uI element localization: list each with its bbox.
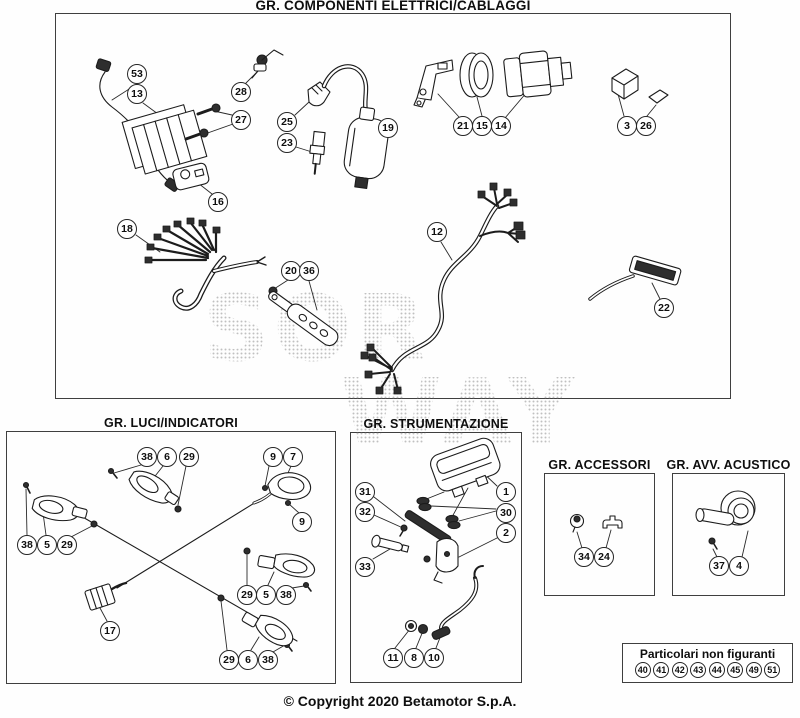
group-box-elettrici bbox=[55, 13, 731, 399]
not-shown-number-42: 42 bbox=[671, 662, 688, 678]
callout-38: 38 bbox=[258, 650, 278, 670]
callout-12: 12 bbox=[427, 222, 447, 242]
callout-1: 1 bbox=[496, 482, 516, 502]
callout-29: 29 bbox=[219, 650, 239, 670]
group-title-strumentazione: GR. STRUMENTAZIONE bbox=[363, 417, 509, 431]
not-shown-number-43: 43 bbox=[690, 662, 707, 678]
callout-53: 53 bbox=[127, 64, 147, 84]
callout-38: 38 bbox=[276, 585, 296, 605]
callout-6: 6 bbox=[238, 650, 258, 670]
callout-34: 34 bbox=[574, 547, 594, 567]
callout-9: 9 bbox=[263, 447, 283, 467]
callout-19: 19 bbox=[378, 118, 398, 138]
not-shown-title: Particolari non figuranti bbox=[639, 647, 776, 661]
group-title-elettrici: GR. COMPONENTI ELETTRICI/CABLAGGI bbox=[255, 0, 531, 13]
callout-16: 16 bbox=[208, 192, 228, 212]
callout-18: 18 bbox=[117, 219, 137, 239]
not-shown-number-49: 49 bbox=[745, 662, 762, 678]
callout-10: 10 bbox=[424, 648, 444, 668]
group-title-avv-acustico: GR. AVV. ACUSTICO bbox=[666, 458, 791, 472]
callout-38: 38 bbox=[137, 447, 157, 467]
callout-27: 27 bbox=[231, 110, 251, 130]
callout-3: 3 bbox=[617, 116, 637, 136]
callout-24: 24 bbox=[594, 547, 614, 567]
callout-37: 37 bbox=[709, 556, 729, 576]
callout-13: 13 bbox=[127, 84, 147, 104]
callout-14: 14 bbox=[491, 116, 511, 136]
callout-31: 31 bbox=[355, 482, 375, 502]
callout-29: 29 bbox=[57, 535, 77, 555]
callout-25: 25 bbox=[277, 112, 297, 132]
callout-9: 9 bbox=[292, 512, 312, 532]
group-box-accessori bbox=[544, 473, 655, 596]
callout-2: 2 bbox=[496, 523, 516, 543]
callout-4: 4 bbox=[729, 556, 749, 576]
not-shown-number-41: 41 bbox=[653, 662, 670, 678]
callout-15: 15 bbox=[472, 116, 492, 136]
callout-30: 30 bbox=[496, 503, 516, 523]
callout-23: 23 bbox=[277, 133, 297, 153]
callout-5: 5 bbox=[256, 585, 276, 605]
callout-36: 36 bbox=[299, 261, 319, 281]
callout-7: 7 bbox=[283, 447, 303, 467]
group-title-accessori: GR. ACCESSORI bbox=[548, 458, 651, 472]
callout-21: 21 bbox=[453, 116, 473, 136]
callout-33: 33 bbox=[355, 557, 375, 577]
callout-22: 22 bbox=[654, 298, 674, 318]
group-box-avv-acustico bbox=[672, 473, 785, 596]
callout-38: 38 bbox=[17, 535, 37, 555]
callout-20: 20 bbox=[281, 261, 301, 281]
callout-29: 29 bbox=[179, 447, 199, 467]
group-box-strumentazione bbox=[350, 432, 522, 683]
not-shown-number-40: 40 bbox=[634, 662, 651, 678]
callout-11: 11 bbox=[383, 648, 403, 668]
callout-29: 29 bbox=[237, 585, 257, 605]
callout-26: 26 bbox=[636, 116, 656, 136]
not-shown-number-51: 51 bbox=[764, 662, 781, 678]
callout-8: 8 bbox=[404, 648, 424, 668]
callout-32: 32 bbox=[355, 502, 375, 522]
callout-28: 28 bbox=[231, 82, 251, 102]
not-shown-number-45: 45 bbox=[727, 662, 744, 678]
not-shown-number-44: 44 bbox=[708, 662, 725, 678]
callout-17: 17 bbox=[100, 621, 120, 641]
copyright-text: © Copyright 2020 Betamotor S.p.A. bbox=[283, 693, 517, 709]
callout-5: 5 bbox=[37, 535, 57, 555]
callout-6: 6 bbox=[157, 447, 177, 467]
group-box-luci bbox=[6, 431, 336, 684]
group-title-luci: GR. LUCI/INDICATORI bbox=[104, 416, 238, 430]
